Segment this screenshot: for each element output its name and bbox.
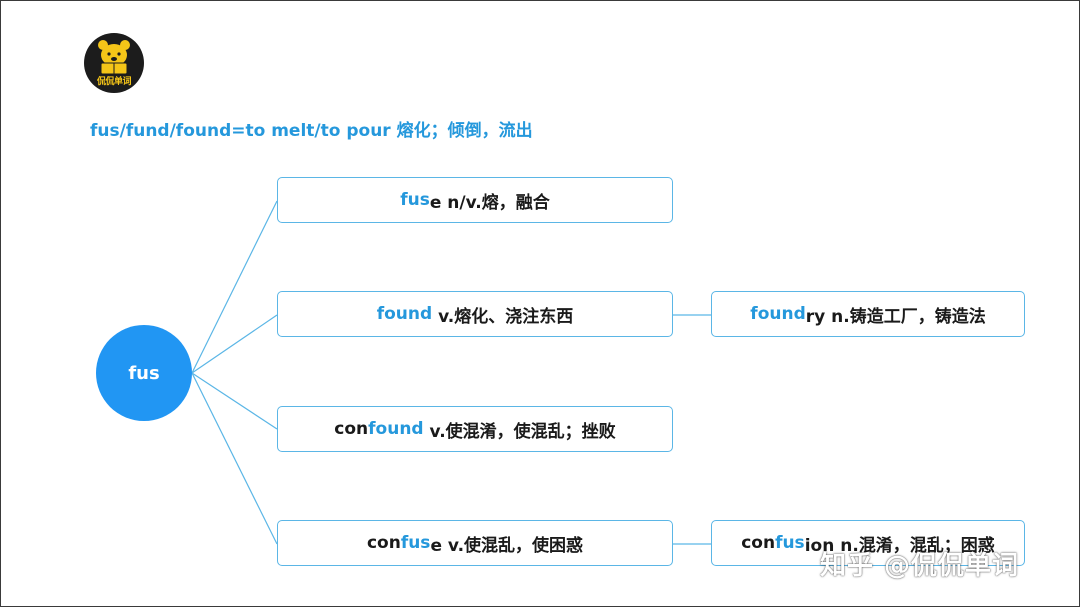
connector-root-confound <box>191 372 278 430</box>
connector-root-fuse <box>191 200 278 374</box>
headline: fus/fund/found=to melt/to pour 熔化；倾倒，流出 <box>90 121 533 141</box>
node-found-text: v.熔化、浇注东西 <box>432 306 574 327</box>
node-confusion-text: ion n.混淆，混乱；困惑 <box>804 535 995 556</box>
root-node: fus <box>96 325 192 421</box>
node-found: found v.熔化、浇注东西 <box>277 291 673 337</box>
watermark: 知乎 @侃侃单词 <box>820 551 1020 581</box>
node-confusion-prefix: con <box>741 533 776 553</box>
node-foundry-root: found <box>750 304 806 324</box>
node-confuse-text: e v.使混乱，使困惑 <box>430 535 584 556</box>
node-fuse-root: fus <box>400 190 430 210</box>
node-fuse-text: e n/v.熔，融合 <box>429 192 550 213</box>
node-foundry-text: ry n.铸造工厂，铸造法 <box>805 306 986 327</box>
node-confound-text: v.使混淆，使混乱；挫败 <box>423 421 616 442</box>
logo-text: 侃侃单词 <box>96 77 132 87</box>
node-confuse-root: fus <box>400 533 431 553</box>
bear-reading-book-icon <box>98 40 130 75</box>
node-confound-prefix: con <box>334 419 369 439</box>
brand-logo: 侃侃单词 <box>84 33 144 93</box>
node-confuse-prefix: con <box>366 533 401 553</box>
connector-root-found <box>191 314 278 374</box>
node-confound-root: found <box>368 419 424 439</box>
node-found-root: found <box>376 304 433 324</box>
connector-root-confuse <box>191 372 278 545</box>
node-confusion-root: fus <box>775 533 805 553</box>
